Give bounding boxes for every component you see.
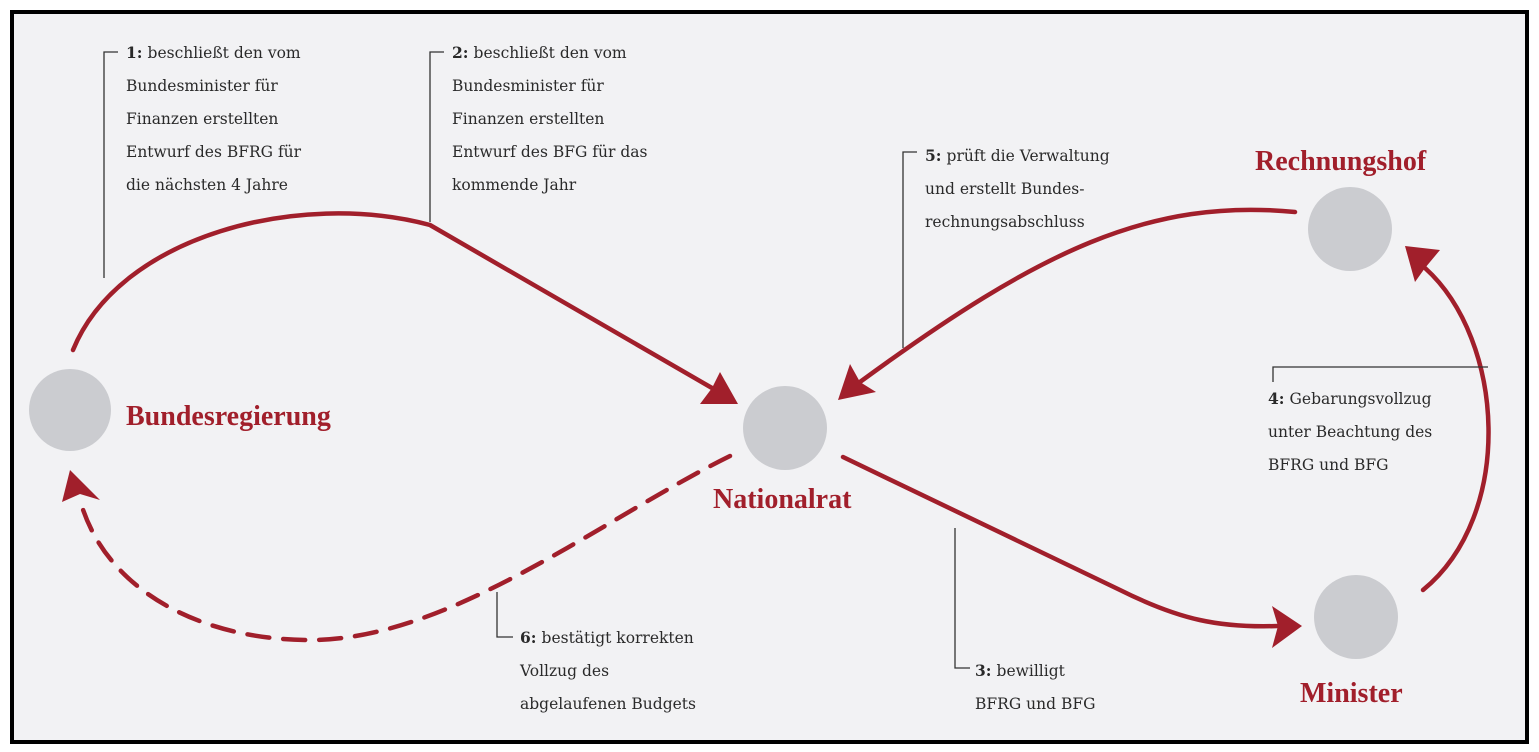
node-bundesregierung <box>29 369 111 451</box>
step-number: 4: <box>1268 389 1285 408</box>
arrow-step-1-2 <box>70 211 715 391</box>
leader-line-5 <box>902 151 917 348</box>
step-number: 3: <box>975 661 992 680</box>
step-text-line: bewilligt <box>997 662 1066 680</box>
arrowhead-icon <box>62 470 100 502</box>
step-text-line: prüft die Verwaltung <box>947 147 1110 165</box>
dashed-arrow-step-6 <box>77 453 733 643</box>
step-text-line: Finanzen erstellten <box>126 110 278 128</box>
step-text-line: die nächsten 4 Jahre <box>126 176 288 194</box>
step-5-caption: 5: prüft die Verwaltung und erstellt Bunde… <box>925 146 1110 231</box>
leader-line-2 <box>429 51 444 222</box>
step-text-line: bestätigt korrekten <box>542 629 694 647</box>
step-text-line: Entwurf des BFG für das <box>452 143 647 161</box>
step-text-line: unter Beachtung des <box>1268 423 1432 441</box>
step-number: 2: <box>452 43 469 62</box>
step-text-line: Finanzen erstellten <box>452 110 604 128</box>
node-rechnungshof <box>1308 187 1392 271</box>
step-text-line: kommende Jahr <box>452 176 577 194</box>
step-text-line: beschließt den vom <box>474 44 627 62</box>
leader-line-3 <box>954 528 970 669</box>
arrow-step-3 <box>840 454 1281 629</box>
step-text-line: beschließt den vom <box>148 44 301 62</box>
step-number: 6: <box>520 628 537 647</box>
step-text-line: BFRG und BFG <box>1268 456 1388 474</box>
step-text-line: Entwurf des BFRG für <box>126 143 302 161</box>
step-text-line: Gebarungsvollzug <box>1290 390 1432 408</box>
step-text-line: abgelaufenen Budgets <box>520 695 696 713</box>
arrow-step-5 <box>857 207 1298 385</box>
step-number: 1: <box>126 43 143 62</box>
step-text-line: rechnungsabschluss <box>925 213 1085 231</box>
label-nationalrat: Nationalrat <box>713 484 852 515</box>
arrowhead-icon <box>1272 606 1302 648</box>
label-rechnungshof: Rechnungshof <box>1255 146 1427 177</box>
step-text-line: Vollzug des <box>519 662 609 680</box>
arrowhead-icon <box>838 364 876 400</box>
label-minister: Minister <box>1300 678 1403 709</box>
step-text-line: Bundesminister für <box>126 77 278 95</box>
arrow-step-4 <box>1420 265 1491 593</box>
node-minister <box>1314 575 1398 659</box>
arrowhead-icon <box>1405 246 1440 282</box>
step-text-line: Bundesminister für <box>452 77 604 95</box>
node-nationalrat <box>743 386 827 470</box>
label-bundesregierung: Bundesregierung <box>126 401 331 432</box>
leader-line-6 <box>496 592 513 638</box>
step-text-line: und erstellt Bundes- <box>925 180 1084 198</box>
step-text-line: BFRG und BFG <box>975 695 1095 713</box>
step-number: 5: <box>925 146 942 165</box>
arrowhead-icon <box>700 372 738 404</box>
frame <box>10 10 1529 744</box>
leader-line-4 <box>1272 366 1488 382</box>
leader-line-1 <box>103 51 118 278</box>
